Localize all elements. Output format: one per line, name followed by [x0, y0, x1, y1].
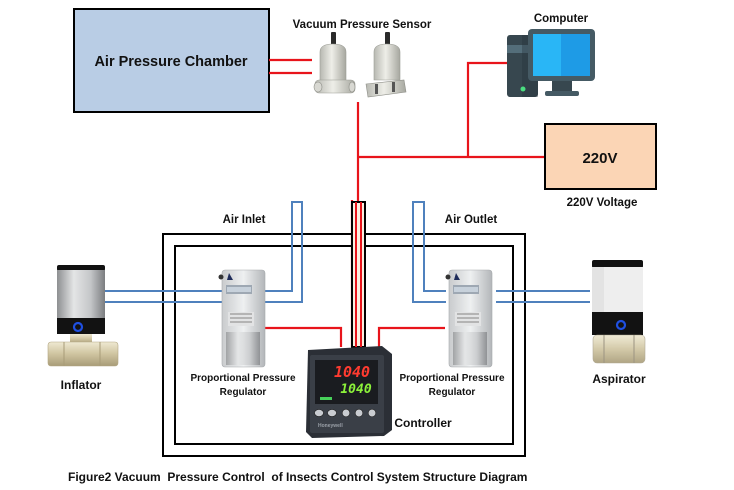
regulator-left-label-line2: Regulator [220, 387, 267, 398]
controller-button-1[interactable] [314, 409, 324, 417]
air-pressure-chamber: Air Pressure Chamber [73, 8, 270, 113]
conduit-wires [355, 202, 362, 347]
controller-label: Controller [394, 416, 452, 430]
inflator-valve [47, 265, 119, 367]
aspirator-label: Aspirator [592, 372, 646, 386]
sensor-unit-2 [365, 32, 407, 98]
air-outlet-label: Air Outlet [445, 214, 498, 226]
controller-pv-display: 1040 [334, 363, 370, 381]
figure-caption: Figure2 Vacuum Pressure Control of Insec… [68, 470, 527, 484]
computer-label: Computer [534, 13, 589, 25]
wire-controller-to-right-regulator [377, 326, 445, 347]
regulator-right-label-line1: Proportional Pressure [399, 373, 504, 384]
pipe-inlet-outer [265, 201, 303, 303]
controller-sv-display: 1040 [340, 382, 371, 397]
power-box-label: 220V [582, 150, 617, 167]
power-caption: 220V Voltage [567, 197, 638, 209]
proportional-pressure-regulator-left [218, 269, 266, 368]
inflator-port-icon [72, 321, 84, 333]
sensor-unit-1 [313, 32, 356, 94]
power-box [544, 123, 657, 190]
inner-frame [174, 245, 514, 445]
controller-button-5[interactable] [367, 408, 377, 418]
sensor-label: Vacuum Pressure Sensor [293, 19, 432, 31]
aspirator-valve [592, 260, 646, 364]
air-pipes [105, 201, 590, 303]
cable-conduit [351, 201, 366, 348]
computer-icon [507, 29, 595, 97]
controller: 1040 1040 Honeywell [306, 346, 392, 438]
air-inlet-label: Air Inlet [223, 214, 266, 226]
outer-frame [162, 233, 526, 457]
proportional-pressure-regulator-right [445, 269, 493, 368]
controller-buttons [314, 408, 377, 418]
regulator-left-label-line1: Proportional Pressure [190, 373, 295, 384]
vacuum-pressure-sensor: Vacuum Pressure Sensor [293, 19, 432, 98]
pipe-outlet-outer [412, 201, 446, 303]
controller-button-3[interactable] [341, 408, 351, 418]
wire-to-computer [466, 61, 508, 157]
power-led [520, 86, 526, 92]
controller-button-4[interactable] [354, 408, 364, 418]
inflator-label: Inflator [61, 378, 102, 392]
aspirator-port-icon [615, 319, 627, 331]
regulator-right-label-line2: Regulator [429, 387, 476, 398]
controller-button-2[interactable] [327, 409, 337, 417]
controller-brand: Honeywell [318, 423, 343, 429]
chamber-label: Air Pressure Chamber [94, 54, 247, 70]
computer: Computer [507, 13, 595, 97]
electric-wiring [265, 58, 545, 347]
power-supply: 220V 220V Voltage [544, 123, 657, 209]
chamber-box [73, 8, 270, 113]
wire-controller-to-left-regulator [265, 326, 343, 347]
